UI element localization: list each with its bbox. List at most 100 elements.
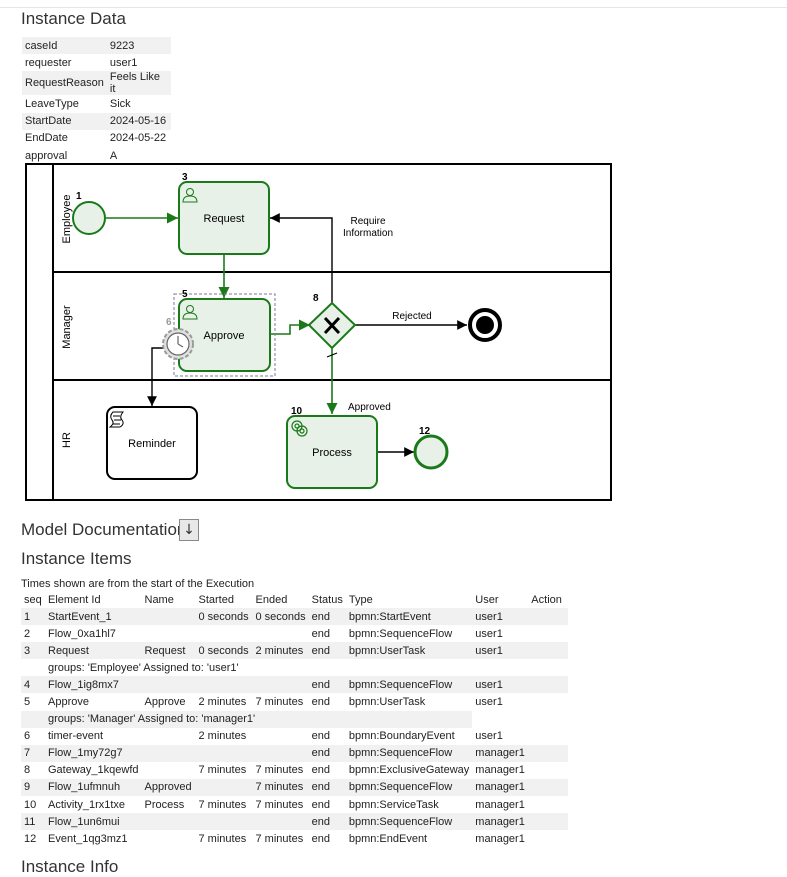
flow-label-approved: Approved <box>348 402 391 413</box>
lane-hr-label: HR <box>61 432 73 448</box>
x-icon <box>323 316 341 335</box>
cell-type: bpmn:SequenceFlow <box>348 627 453 640</box>
seq-label-approve: 5 <box>182 289 188 300</box>
instance-data-value: Sick <box>109 97 131 110</box>
cell-seq: 10 <box>24 798 37 811</box>
cell-action <box>528 830 568 847</box>
reminder-task-label: Reminder <box>128 438 176 450</box>
cell-status: end <box>308 608 346 626</box>
model-documentation-heading: Model Documentation <box>21 520 187 539</box>
cell-action <box>528 608 569 626</box>
lane-manager-label: Manager <box>61 305 73 349</box>
times-note: Times shown are from the start of the Ex… <box>21 578 255 590</box>
cell-id: Flow_1my72g7 <box>45 744 142 762</box>
flow-require-information[interactable] <box>270 213 333 303</box>
instance-data-value: 2024-05-16 <box>106 112 171 130</box>
cell-ended: 7 minutes <box>255 832 304 845</box>
bpmn-diagram: Employee Manager HR 1 Request 3 Approve … <box>25 163 612 501</box>
cell-action <box>528 778 569 797</box>
flow-label-rejected: Rejected <box>392 311 431 322</box>
cell-type: bpmn:SequenceFlow <box>345 813 473 831</box>
cell-seq: 1 <box>21 608 45 626</box>
seq-label-gateway: 8 <box>313 293 319 304</box>
instance-data-key: StartDate <box>22 112 107 130</box>
cell-user: user1 <box>472 642 529 660</box>
cell-user: manager1 <box>472 744 529 762</box>
instance-data-row: requester user1 <box>22 54 171 71</box>
flow-approve-gateway[interactable] <box>270 319 310 335</box>
cell-action <box>528 744 569 762</box>
flow-label-require: Require <box>350 216 385 227</box>
cell-name <box>142 728 196 745</box>
column-header: Action <box>531 594 562 606</box>
cell-type: bpmn:SequenceFlow <box>345 778 473 797</box>
seq-label-timer: 6 <box>166 317 172 328</box>
cell-name <box>142 625 196 642</box>
process-task-label: Process <box>312 447 352 459</box>
cell-user: manager1 <box>475 832 525 845</box>
assignment-row: groups: 'Employee' Assigned to: 'user1' <box>21 659 568 676</box>
flow-timer-reminder[interactable] <box>147 347 163 406</box>
cell-seq: 2 <box>24 627 31 640</box>
instance-data-heading: Instance Data <box>21 9 126 28</box>
cell-user: user1 <box>475 627 503 640</box>
cell-type: bpmn:UserTask <box>345 642 473 660</box>
flow-label-information: Information <box>343 228 393 239</box>
assignment-info: groups: 'Manager' Assigned to: 'manager1… <box>45 710 473 728</box>
cell-seq: 3 <box>21 642 45 660</box>
reminder-task[interactable] <box>106 406 198 480</box>
cell-ended <box>252 744 309 762</box>
column-header: Started <box>198 594 234 606</box>
cell-ended <box>253 728 309 745</box>
seq-label-process: 10 <box>291 406 303 417</box>
cell-id: Event_1qg3mz1 <box>48 832 128 845</box>
cell-user: manager1 <box>475 798 525 811</box>
process-task[interactable] <box>286 415 378 489</box>
instance-data-value: 9223 <box>106 37 171 55</box>
cell-user: manager1 <box>472 813 529 831</box>
column-header: Element Id <box>48 594 101 606</box>
cell-action <box>528 625 568 642</box>
cell-id: Flow_0xa1hl7 <box>48 627 116 640</box>
timer-boundary-event[interactable] <box>162 328 194 360</box>
cell-started: 2 minutes <box>198 730 247 743</box>
approved-end-event[interactable] <box>413 434 449 470</box>
lane-employee-label: Employee <box>61 195 73 244</box>
cell-started: 7 minutes <box>198 764 247 777</box>
cell-action <box>528 813 569 831</box>
cell-seq: 4 <box>21 676 45 694</box>
assignment-info: groups: 'Employee' Assigned to: 'user1' <box>48 661 239 674</box>
cell-seq: 7 <box>21 744 45 762</box>
cell-seq: 12 <box>24 832 37 845</box>
assignment-spacer <box>21 710 45 728</box>
cell-status: end <box>311 764 331 777</box>
cell-type: bpmn:ServiceTask <box>348 798 439 811</box>
request-task[interactable] <box>178 181 270 255</box>
toggle-documentation-button[interactable]: ↓ <box>179 519 199 541</box>
instance-data-value: user1 <box>109 56 138 69</box>
cell-user: manager1 <box>475 764 525 777</box>
instance-data-key: requester <box>25 56 72 69</box>
start-event[interactable] <box>72 201 106 235</box>
cell-ended <box>252 676 309 694</box>
instance-data-key: RequestReason <box>22 71 107 96</box>
cell-type: bpmn:UserTask <box>348 696 426 709</box>
cell-name <box>142 762 196 779</box>
cell-ended <box>252 813 309 831</box>
cell-name <box>141 676 196 694</box>
cell-type: bpmn:SequenceFlow <box>345 676 473 694</box>
cell-status: end <box>308 744 346 762</box>
